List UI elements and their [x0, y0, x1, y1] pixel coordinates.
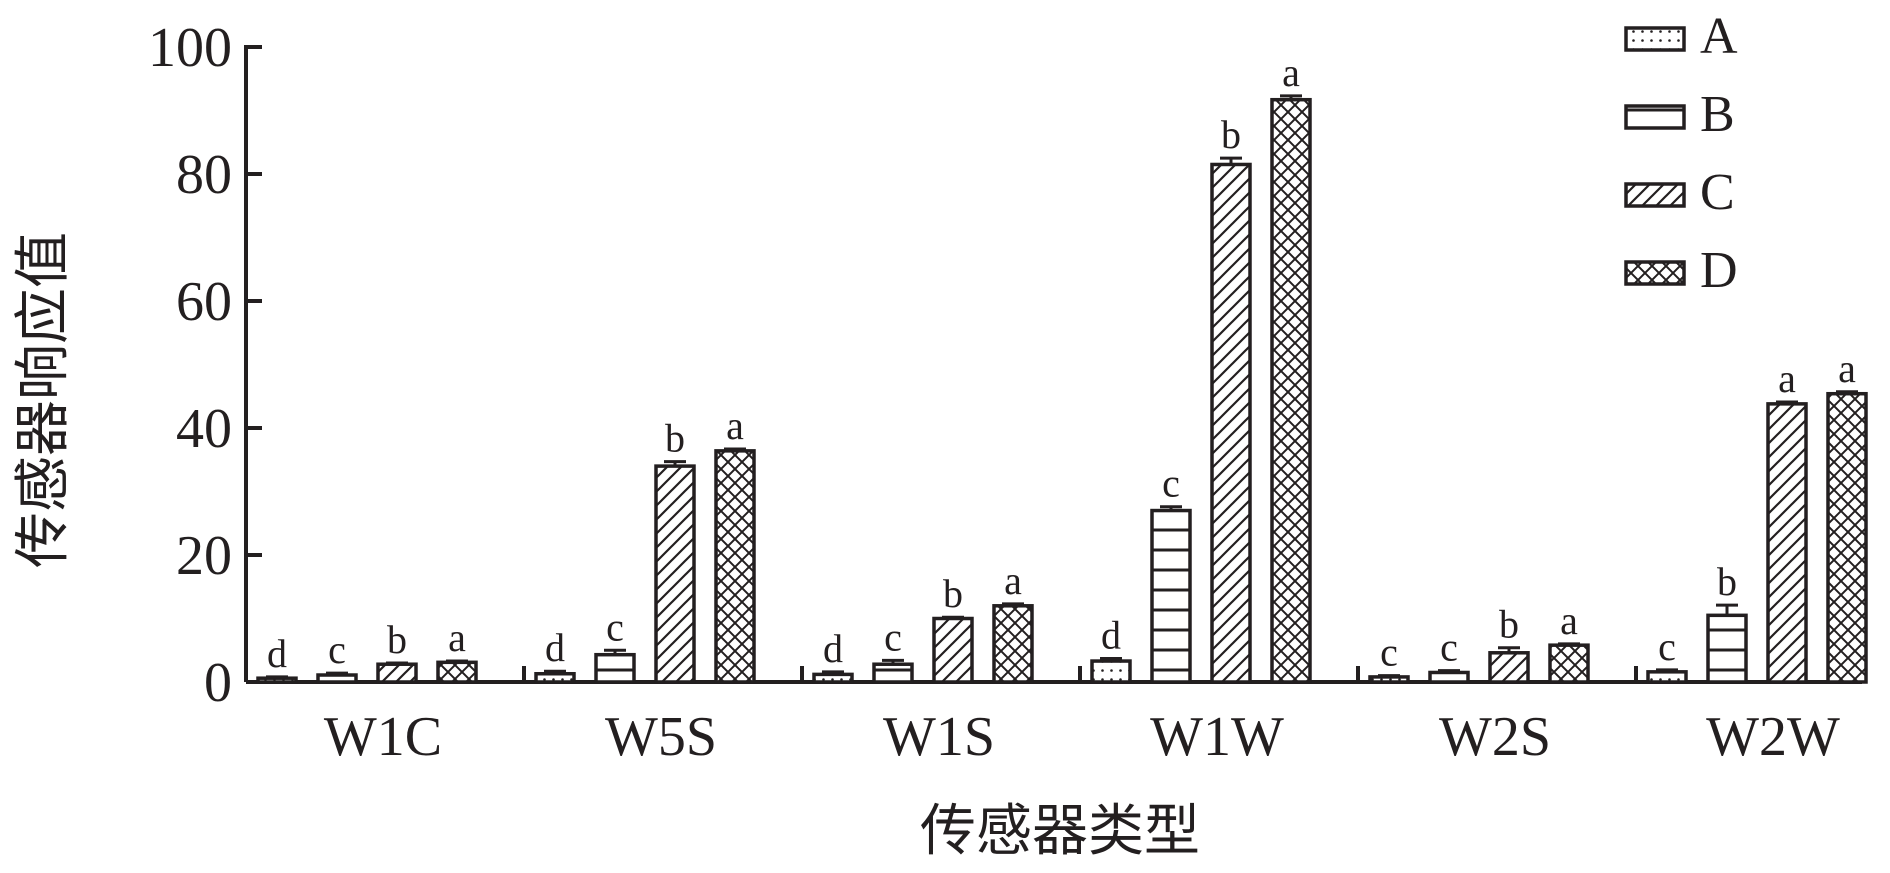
legend-label: D: [1700, 242, 1738, 299]
significance-label: c: [1440, 625, 1458, 670]
bar-C-W1C: [376, 662, 418, 684]
significance-label: c: [606, 604, 624, 649]
bar-D-W1W: [1270, 97, 1312, 684]
legend-label: C: [1700, 164, 1735, 221]
legend-swatch-B: [1624, 104, 1686, 130]
y-tick-label: 40: [176, 398, 232, 460]
y-axis: 0 20 40 60 80 100: [148, 17, 262, 714]
bar-D-W1C: [436, 660, 478, 684]
significance-label: a: [1004, 558, 1022, 603]
bar-C-W1W: [1210, 162, 1252, 684]
legend-swatch-C: [1624, 182, 1686, 208]
y-tick-label: 0: [204, 652, 232, 714]
significance-label: c: [1380, 630, 1398, 675]
bar-C-W2S: [1488, 651, 1530, 684]
x-category-label: W1C: [324, 706, 442, 768]
significance-label: c: [1162, 461, 1180, 506]
x-category-label: W5S: [605, 706, 717, 768]
legend-swatch-D: [1624, 260, 1686, 286]
bar-A-W2S: [1368, 675, 1410, 684]
x-category-label: W2W: [1706, 706, 1840, 768]
y-axis-title: 传感器响应值: [13, 232, 75, 568]
significance-label: a: [726, 403, 744, 448]
significance-label: a: [1778, 356, 1796, 401]
bar-A-W5S: [534, 671, 576, 684]
bar-B-W2W: [1706, 613, 1748, 684]
significance-label: a: [1838, 346, 1856, 391]
legend-swatch-A: [1624, 26, 1686, 52]
bar-A-W1C: [256, 676, 298, 684]
bar-B-W1S: [872, 662, 914, 684]
bar-D-W2W: [1826, 391, 1868, 684]
y-tick-label: 20: [176, 525, 232, 587]
significance-label: d: [545, 625, 565, 670]
bar-B-W5S: [594, 652, 636, 684]
bar-D-W5S: [714, 449, 756, 684]
significance-label: b: [1499, 602, 1519, 647]
bar-C-W1S: [932, 616, 974, 684]
significance-label: b: [387, 617, 407, 662]
legend-label: B: [1700, 86, 1735, 143]
significance-label: c: [328, 627, 346, 672]
significance-label: b: [1717, 559, 1737, 604]
y-tick-label: 80: [176, 144, 232, 206]
y-tick-label: 60: [176, 271, 232, 333]
significance-label: d: [1101, 613, 1121, 658]
significance-label: d: [823, 626, 843, 671]
bar-A-W2W: [1646, 670, 1688, 684]
significance-label: c: [884, 614, 902, 659]
x-axis-title: 传感器类型: [920, 801, 1200, 863]
significance-label: a: [448, 615, 466, 660]
bar-B-W1C: [316, 673, 358, 684]
x-axis: W1C W5S W1S W1W W2S W2W: [246, 666, 1862, 768]
x-category-label: W1W: [1150, 706, 1284, 768]
x-category-label: W1S: [883, 706, 995, 768]
bar-A-W1S: [812, 672, 854, 684]
bar-B-W1W: [1150, 508, 1192, 684]
significance-label: b: [1221, 112, 1241, 157]
bar-B-W2S: [1428, 670, 1470, 684]
significance-label: b: [665, 416, 685, 461]
significance-label: a: [1282, 50, 1300, 95]
significance-label: b: [943, 571, 963, 616]
legend-label: A: [1700, 8, 1738, 65]
bar-D-W2S: [1548, 643, 1590, 684]
y-tick-label: 100: [148, 17, 232, 79]
significance-label: a: [1560, 598, 1578, 643]
significance-label: d: [267, 631, 287, 676]
bar-A-W1W: [1090, 659, 1132, 684]
x-category-label: W2S: [1439, 706, 1551, 768]
bar-C-W2W: [1766, 402, 1808, 684]
bar-C-W5S: [654, 464, 696, 684]
significance-label: c: [1658, 624, 1676, 669]
bar-D-W1S: [992, 604, 1034, 684]
